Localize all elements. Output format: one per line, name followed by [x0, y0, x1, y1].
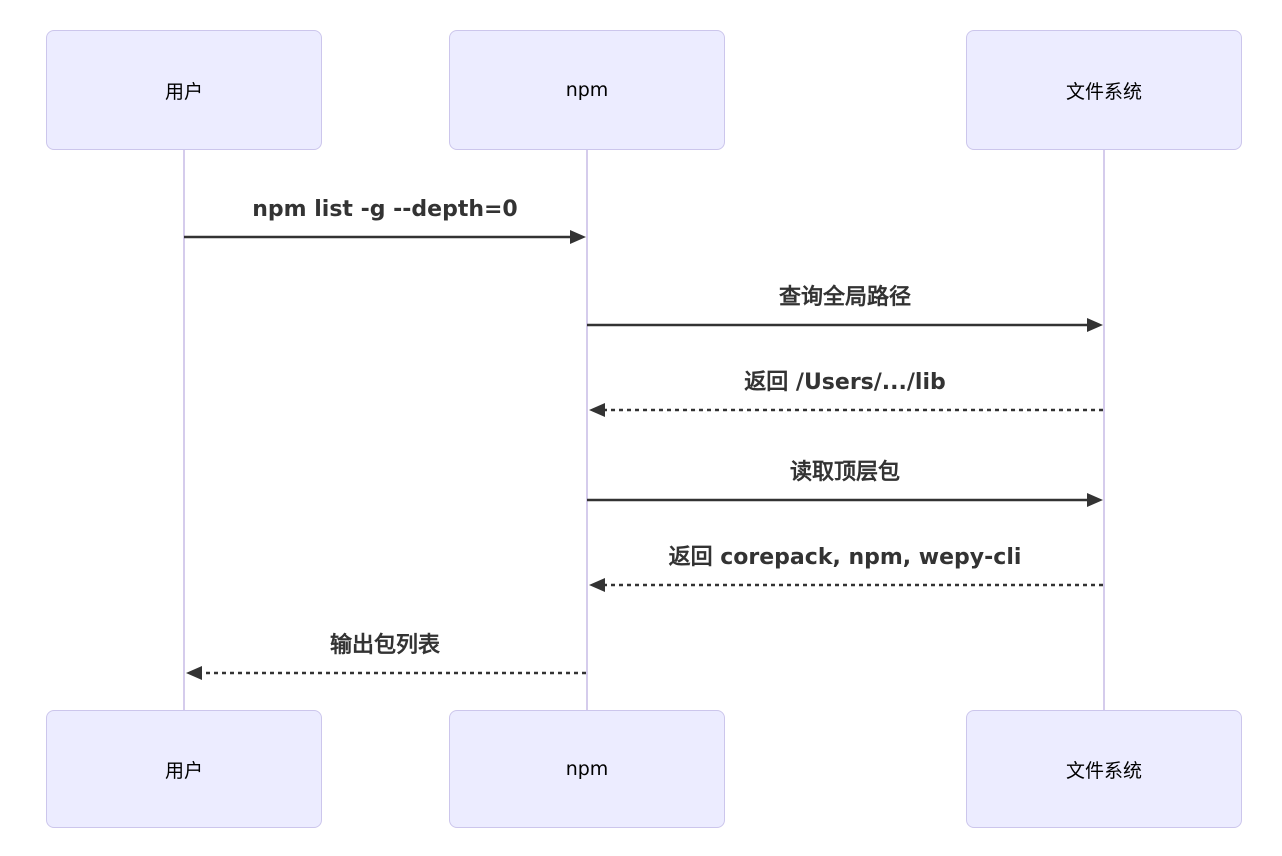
arrowhead-msg5 — [589, 578, 605, 592]
actor-label: 用户 — [164, 759, 203, 782]
actor-top-filesystem: 文件系统 — [966, 30, 1242, 150]
actor-bottom-user: 用户 — [46, 710, 322, 828]
message-label-1: npm list -g --depth=0 — [252, 197, 518, 222]
arrowhead-msg4 — [1087, 493, 1103, 507]
lifeline-npm — [586, 150, 588, 710]
actor-top-user: 用户 — [46, 30, 322, 150]
message-label-6: 输出包列表 — [329, 633, 440, 658]
actor-label: npm — [565, 758, 609, 780]
actor-label: 文件系统 — [1065, 80, 1142, 103]
message-label-2: 查询全局路径 — [778, 285, 911, 310]
actor-label: 文件系统 — [1065, 759, 1142, 782]
arrowhead-msg3 — [589, 403, 605, 417]
message-label-4: 读取顶层包 — [789, 460, 900, 485]
lifeline-filesystem — [1103, 150, 1105, 710]
actor-bottom-npm: npm — [449, 710, 725, 828]
arrowhead-msg1 — [570, 230, 586, 244]
arrowhead-msg6 — [186, 666, 202, 680]
actor-bottom-filesystem: 文件系统 — [966, 710, 1242, 828]
message-label-5: 返回 corepack, npm, wepy-cli — [668, 545, 1022, 570]
lifeline-user — [183, 150, 185, 710]
message-label-3: 返回 /Users/.../lib — [744, 370, 946, 395]
actor-top-npm: npm — [449, 30, 725, 150]
actor-label: 用户 — [164, 80, 203, 103]
arrowhead-msg2 — [1087, 318, 1103, 332]
actor-label: npm — [565, 79, 609, 101]
